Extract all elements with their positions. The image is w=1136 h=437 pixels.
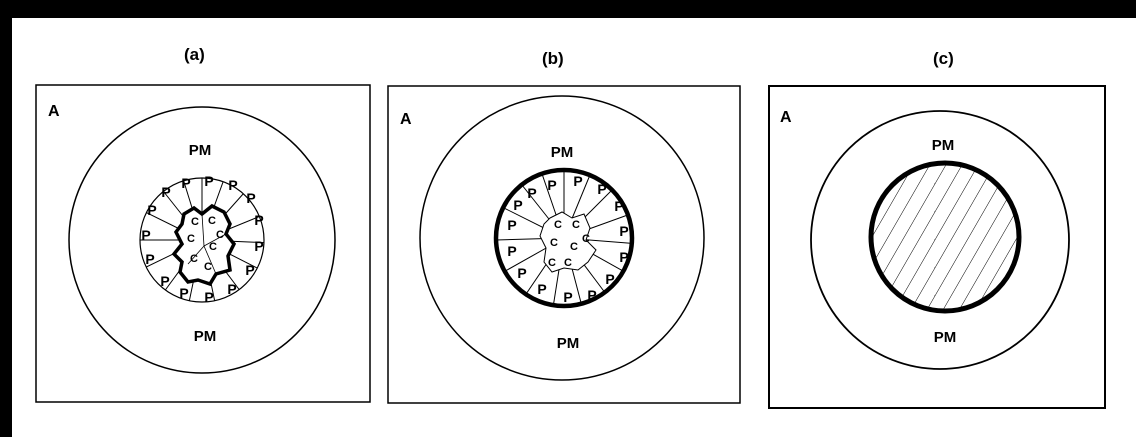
particle-p: P: [204, 289, 213, 305]
particle-p: P: [527, 185, 536, 201]
particle-p: P: [587, 287, 596, 303]
panel-b-top-label: PM: [551, 144, 574, 161]
particle-c: C: [204, 261, 212, 273]
particle-c: C: [582, 233, 590, 245]
particle-p: P: [513, 197, 522, 213]
particle-c: C: [208, 215, 216, 227]
particle-c: C: [554, 219, 562, 231]
panel-b-central-particles: C C C C C C C: [548, 219, 590, 269]
particle-p: P: [160, 273, 169, 289]
particle-p: P: [537, 281, 546, 297]
figure-svg: (a) A PM PM: [35, 45, 1106, 409]
panel-a-caption: (a): [184, 45, 205, 64]
particle-p: P: [619, 249, 628, 265]
panel-b-particle-cluster: [493, 167, 635, 309]
particle-p: P: [246, 190, 255, 206]
panel-a-central-particles: C C C C C C C: [187, 215, 224, 273]
panel-b-peripheral-particles: P P P P P P P P P P P P P P P: [507, 173, 628, 305]
particle-p: P: [597, 181, 606, 197]
particle-p: P: [147, 202, 156, 218]
particle-c: C: [187, 233, 195, 245]
panel-c-top-label: PM: [932, 137, 955, 154]
particle-p: P: [227, 281, 236, 297]
particle-c: C: [548, 257, 556, 269]
panel-b-bottom-label: PM: [557, 335, 580, 352]
particle-p: P: [254, 212, 263, 228]
particle-p: P: [507, 243, 516, 259]
particle-p: P: [573, 173, 582, 189]
particle-p: P: [245, 262, 254, 278]
panel-b-caption: (b): [542, 49, 564, 68]
particle-p: P: [547, 177, 556, 193]
particle-p: P: [619, 223, 628, 239]
particle-c: C: [191, 216, 199, 228]
particle-p: P: [228, 177, 237, 193]
figure-canvas: (a) A PM PM: [12, 18, 1136, 437]
particle-c: C: [550, 237, 558, 249]
panel-a: (a) A PM PM: [35, 45, 371, 403]
particle-p: P: [507, 217, 516, 233]
panel-a-corner-label: A: [48, 103, 60, 120]
particle-c: C: [209, 241, 217, 253]
particle-c: C: [564, 257, 572, 269]
panel-c-corner-label: A: [780, 109, 792, 126]
panel-b-corner-label: A: [400, 111, 412, 128]
panel-a-particle-cluster: [139, 177, 265, 303]
particle-p: P: [181, 175, 190, 191]
particle-p: P: [254, 238, 263, 254]
particle-p: P: [204, 173, 213, 189]
panel-c-bottom-label: PM: [934, 329, 957, 346]
panel-a-top-label: PM: [189, 142, 212, 159]
particle-p: P: [517, 265, 526, 281]
panel-a-bottom-label: PM: [194, 328, 217, 345]
particle-p: P: [614, 198, 623, 214]
particle-p: P: [161, 184, 170, 200]
particle-c: C: [216, 229, 224, 241]
particle-c: C: [570, 241, 578, 253]
particle-p: P: [563, 289, 572, 305]
particle-p: P: [141, 227, 150, 243]
particle-c: C: [190, 253, 198, 265]
particle-c: C: [572, 219, 580, 231]
particle-p: P: [179, 285, 188, 301]
panel-c: (c) A PM PM: [768, 49, 1106, 409]
particle-p: P: [605, 271, 614, 287]
particle-p: P: [145, 251, 154, 267]
panel-a-peripheral-particles: P P P P P P P P P P P P P P P: [141, 173, 263, 305]
panel-b: (b) A PM PM: [387, 49, 741, 404]
panel-c-caption: (c): [933, 49, 954, 68]
panel-c-hatched-core: [868, 160, 1022, 314]
